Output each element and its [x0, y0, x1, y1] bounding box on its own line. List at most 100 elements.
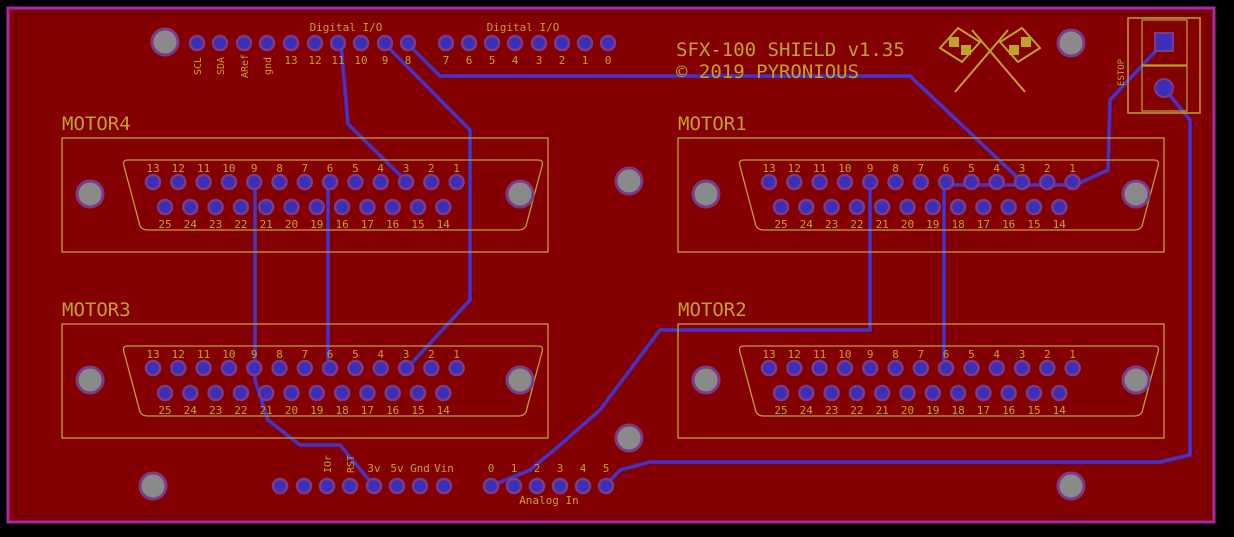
pin-pad: [207, 198, 224, 216]
pin-pad: [823, 384, 840, 402]
pin-number-label: 6: [943, 162, 950, 175]
pin-pad: [435, 384, 452, 402]
connector-outline: [677, 137, 1165, 253]
pin-number-label: 6: [327, 348, 334, 361]
header-pin-pad: [483, 34, 501, 52]
pin-number-label: 4: [377, 348, 384, 361]
pin-pad: [1064, 173, 1081, 191]
pin-pad: [257, 198, 275, 216]
pin-pad: [170, 359, 187, 377]
mounting-hole: [614, 423, 644, 453]
mounting-hole: [138, 471, 168, 501]
pin-pad: [245, 173, 263, 191]
pin-pad: [220, 173, 238, 191]
header-pin-pad: [553, 34, 571, 52]
header-pin-label: 1: [582, 54, 589, 67]
connector-mount-hole: [75, 179, 105, 209]
pin-number-label: 16: [386, 404, 399, 417]
pin-pad: [156, 384, 174, 402]
pin-number-label: 15: [1027, 404, 1040, 417]
pin-number-label: 1: [453, 348, 460, 361]
mounting-hole: [1056, 471, 1086, 501]
header-pin-pad: [258, 34, 276, 52]
header-pin-pad: [530, 34, 548, 52]
header-pin-label: 13: [284, 54, 297, 67]
pin-number-label: 20: [901, 218, 914, 231]
pin-pad: [448, 173, 465, 191]
pin-number-label: 4: [993, 348, 1000, 361]
pin-pad: [170, 173, 187, 191]
header-pin-label: 5: [489, 54, 496, 67]
header-pin-pad: [506, 34, 524, 52]
estop-outline: [1127, 17, 1201, 114]
digital-io-label-right: Digital I/O: [487, 21, 560, 34]
header-pin-pad: [188, 34, 206, 52]
pin-pad: [384, 384, 401, 402]
pin-number-label: 12: [788, 348, 801, 361]
pin-pad: [963, 173, 980, 191]
pin-pad: [811, 173, 828, 191]
pin-number-label: 3: [403, 162, 410, 175]
connector-mount-hole: [691, 365, 721, 395]
motor-label: MOTOR2: [678, 299, 747, 321]
pin-pad: [245, 359, 263, 377]
header-pin-label: SCL: [193, 57, 204, 75]
pin-number-label: 19: [310, 218, 323, 231]
header-pin-label: 5: [603, 462, 610, 475]
pin-number-label: 19: [310, 404, 323, 417]
pin-pad: [1013, 359, 1031, 377]
motor-label: MOTOR1: [678, 113, 747, 135]
pin-number-label: 6: [943, 348, 950, 361]
pin-pad: [1051, 384, 1068, 402]
pin-pad: [912, 359, 930, 377]
pin-pad: [333, 384, 351, 402]
pin-pad: [333, 198, 351, 216]
pin-number-label: 2: [428, 348, 435, 361]
header-pin-label: 2: [559, 54, 566, 67]
pin-number-label: 4: [993, 162, 1000, 175]
pin-number-label: 21: [876, 404, 889, 417]
pin-number-label: 9: [251, 348, 258, 361]
pin-number-label: 24: [184, 218, 198, 231]
header-pin-label: 0: [605, 54, 612, 67]
header-pin-pad: [599, 34, 617, 52]
pin-pad: [1000, 384, 1017, 402]
pin-number-label: 18: [951, 404, 964, 417]
pin-pad: [423, 359, 440, 377]
header-pin-pad: [597, 477, 615, 495]
pin-pad: [257, 384, 275, 402]
pin-number-label: 18: [335, 404, 348, 417]
pin-number-label: 15: [1027, 218, 1040, 231]
pin-number-label: 17: [361, 404, 374, 417]
pin-number-label: 25: [158, 404, 171, 417]
header-pin-pad: [365, 477, 383, 495]
header-pin-label: 10: [354, 54, 367, 67]
pin-number-label: 18: [951, 218, 964, 231]
pin-pad: [232, 198, 250, 216]
pin-pad: [1051, 198, 1068, 216]
board-copyright: © 2019 PYRONIOUS: [676, 61, 859, 83]
pin-pad: [195, 359, 212, 377]
pin-number-label: 25: [774, 404, 787, 417]
header-pin-pad: [352, 34, 370, 52]
pin-number-label: 13: [762, 162, 775, 175]
pin-pad: [397, 173, 415, 191]
pin-pad: [283, 198, 300, 216]
pin-number-label: 23: [825, 404, 838, 417]
pin-number-label: 7: [301, 162, 308, 175]
pin-number-label: 15: [411, 218, 424, 231]
pin-pad: [975, 198, 992, 216]
pin-number-label: 3: [1019, 348, 1026, 361]
mounting-hole: [150, 27, 180, 57]
board-title: SFX-100 SHIELD v1.35: [676, 39, 905, 61]
pin-pad: [848, 198, 866, 216]
pin-number-label: 20: [285, 218, 298, 231]
header-pin-pad: [388, 477, 406, 495]
header-pin-pad: [318, 477, 336, 495]
pin-number-label: 2: [428, 162, 435, 175]
pin-pad: [924, 198, 942, 216]
header-pin-pad: [576, 34, 594, 52]
